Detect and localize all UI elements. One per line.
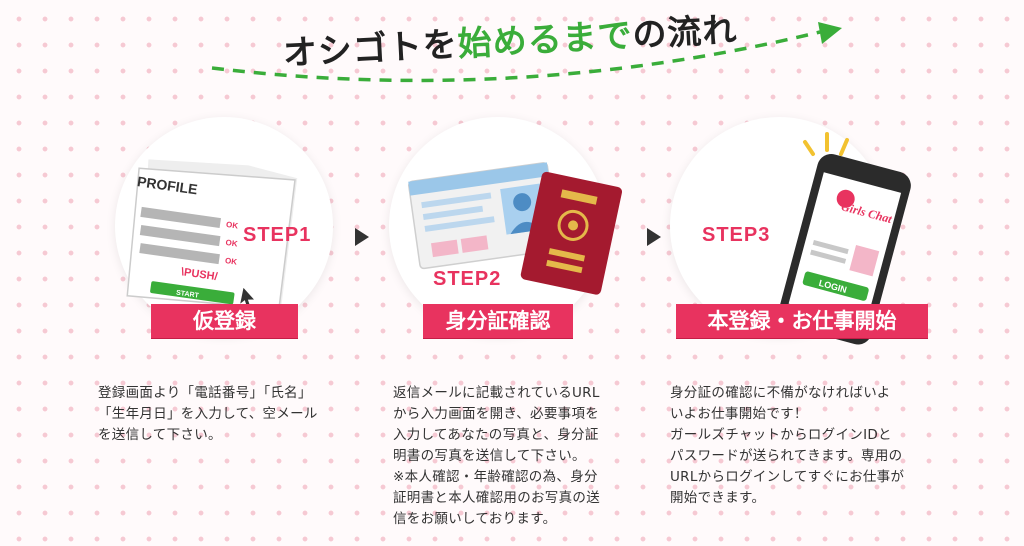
title-prefix: オシゴトを [281,24,459,74]
step3-label: STEP3 [702,224,771,246]
step1-banner: 仮登録 [151,304,298,338]
form-line [139,243,220,265]
id-documents-illustration [407,162,623,295]
title-area: オシゴトを始めるまでの流れ [0,0,1024,100]
form-line [139,225,221,247]
step2-label: STEP2 [433,268,502,290]
ok-mark: OK [224,256,237,267]
ok-mark: OK [225,238,238,249]
step2-banner: 身分証確認 [423,304,573,338]
push-text: \PUSH/ [180,266,218,283]
step2-description: 返信メールに記載されているURL から入力画面を開き、必要事項を 入力してあなた… [393,385,600,527]
start-button-graphic [150,281,235,305]
smartphone-illustration: Girls Chat LOGIN [778,132,911,345]
id-card-icon [407,162,560,270]
step3-description: 身分証の確認に不備がなければいよ いよお仕事開始です！ ガールズチャットからログ… [670,385,905,506]
form-line [140,206,221,228]
arrow-head-icon [818,22,842,44]
title-suffix: の流れ [631,10,739,56]
passport-icon [520,171,623,295]
next-arrow-icon [647,228,661,246]
ring-lines-icon [803,132,849,156]
cursor-icon [240,287,254,309]
step1-label: STEP1 [243,224,312,246]
profile-form-illustration: PROFILE OK OK OK \PUSH/ START [126,159,298,310]
next-arrow-icon [355,228,369,246]
ok-mark: OK [226,220,239,231]
dashed-arrow-decoration [211,22,842,83]
title-highlight: 始めるまで [456,15,634,65]
step3-banner: 本登録・お仕事開始 [676,304,928,338]
step1-description: 登録画面より「電話番号」「氏名」 「生年月日」を入力して、空メール を送信して下… [98,385,318,443]
start-button-label: START [176,290,200,300]
